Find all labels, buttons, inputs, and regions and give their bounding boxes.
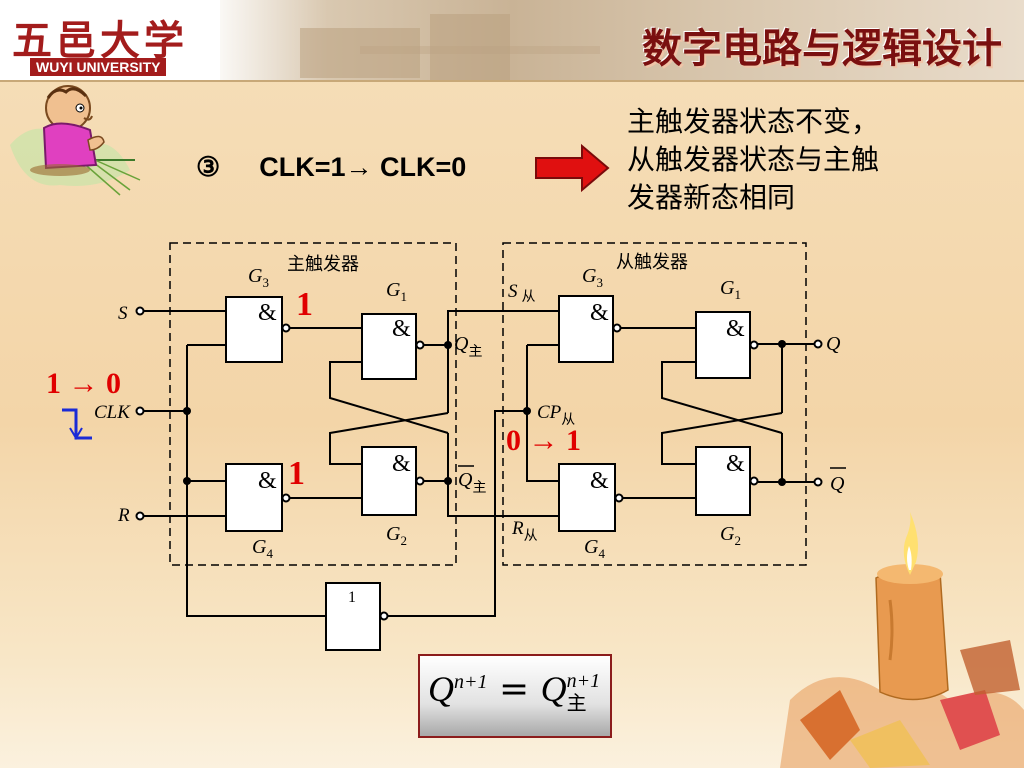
slave-g1-gate [695,311,751,379]
output-q-label: Q [826,333,841,355]
slave-label: 从触发器 [616,252,688,273]
cp-transition: 0 → 1 [506,424,581,457]
formula-lhs-sup: n+1 [454,671,488,693]
gate-symbol-and: & [726,451,745,477]
gate-symbol-not: 1 [348,589,356,606]
gate-symbol-and: & [590,468,609,494]
gate-symbol-and: & [258,300,277,326]
step-marker: ③ [196,152,221,182]
formula-rhs-sub: 主 [566,691,587,715]
g4-output-value: 1 [288,455,305,492]
master-g2-gate [361,446,417,516]
master-q-label: Q主 [454,333,482,360]
logo-chinese: 五邑大学 [12,17,188,64]
output-qbar-label: Q [830,473,845,495]
slave-g3-gate [558,295,614,363]
course-title: 数字电路与逻辑设计 [642,26,1002,72]
master-g4-gate [225,463,283,532]
step-transition-text: CLK=1→ CLK=0 [259,152,467,182]
gate-symbol-and: & [590,300,609,326]
slave-cp-label: CP从 [537,402,575,428]
falling-edge-icon [62,408,92,440]
gate-symbol-and: & [392,451,411,477]
gate-symbol-and: & [726,316,745,342]
result-description: 主触发器状态不变， 从触发器状态与主触 发器新态相同 [627,103,967,217]
gate-label-g2: G2 [720,523,741,548]
gate-label-g1: G1 [386,279,407,304]
input-s-label: S [118,303,128,324]
master-label: 主触发器 [287,254,359,275]
formula-lhs: Q [428,669,454,709]
gate-symbol-and: & [392,316,411,342]
step-caption: ③ CLK=1→ CLK=0 [196,152,466,183]
formula-rhs: Q [540,669,567,709]
not-gate [325,582,381,651]
logo: 五邑大学 WUYI UNIVERSITY [0,0,220,80]
gate-label-g4: G4 [252,536,273,561]
master-g3-gate [225,296,283,363]
result-line: 发器新态相同 [627,181,796,214]
gate-label-g3: G3 [582,265,603,290]
result-line: 主触发器状态不变， [627,105,880,138]
g3-output-value: 1 [296,286,313,323]
input-r-label: R [117,505,130,526]
gate-label-g3: G3 [248,265,269,290]
clk-transition: 1 → 0 [46,367,121,400]
gate-symbol-and: & [258,468,277,494]
gate-label-g4: G4 [584,536,605,561]
formula-rhs-sup: n+1 [566,670,601,692]
input-clk-label: CLK [94,402,131,423]
slave-g2-gate [695,446,751,516]
logo-english: WUYI UNIVERSITY [30,58,167,76]
slave-r-label: R从 [511,518,538,544]
master-qbar-label: Q主 [458,469,486,496]
master-box [169,242,457,566]
result-line: 从触发器状态与主触 [627,143,880,176]
master-g1-gate [361,313,417,380]
gate-label-g1: G1 [720,277,741,302]
header-banner: 五邑大学 WUYI UNIVERSITY 数字电路与逻辑设计 [0,0,1024,82]
gate-label-g2: G2 [386,523,407,548]
formula-equals: = [498,669,530,710]
